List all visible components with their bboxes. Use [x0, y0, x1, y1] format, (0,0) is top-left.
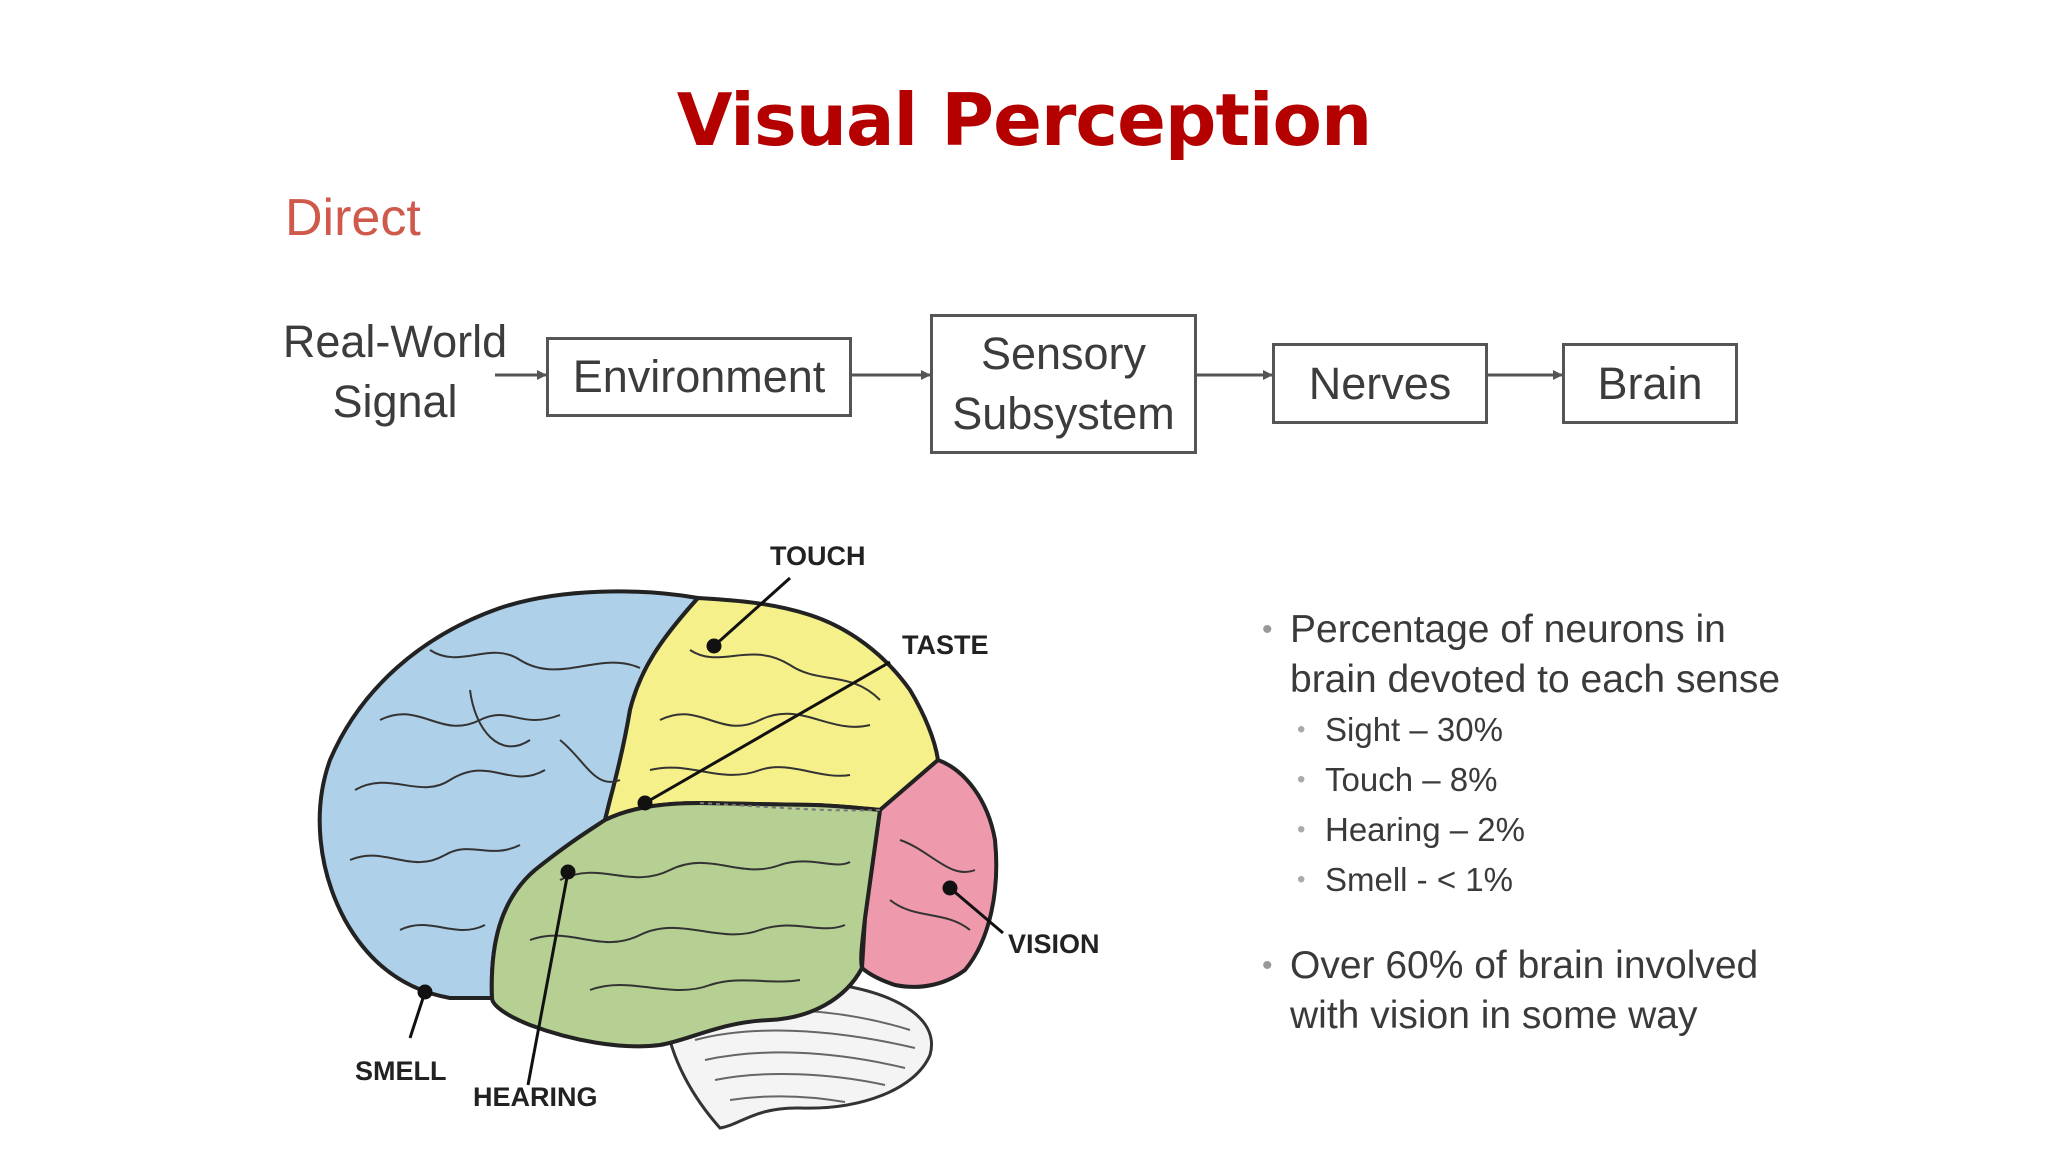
pointer-lines [408, 576, 1004, 1086]
bullet-neuron-percentage: Percentage of neurons in brain devoted t… [1262, 605, 1822, 705]
sense-item-hearing: Hearing – 2% [1297, 805, 1822, 855]
nerves-box: Nerves [1272, 343, 1488, 424]
slide-title: Visual Perception [676, 78, 1373, 162]
vision-label: VISION [1008, 929, 1100, 959]
neuron-stats-list: Percentage of neurons in brain devoted t… [1262, 605, 1822, 1041]
smell-label: SMELL [355, 1056, 447, 1086]
brain-folds [349, 649, 976, 991]
environment-box: Environment [546, 337, 852, 417]
touch-label: TOUCH [770, 541, 866, 571]
real-world-signal-label: Real-World Signal [282, 316, 508, 427]
subheading: Direct [285, 189, 421, 247]
sensory-subsystem-box: Sensory Subsystem [930, 314, 1197, 454]
hearing-label: HEARING [473, 1082, 598, 1112]
brain-box: Brain [1562, 343, 1738, 424]
sense-item-smell: Smell - < 1% [1297, 855, 1822, 905]
sense-item-sight: Sight – 30% [1297, 705, 1822, 755]
taste-label: TASTE [902, 630, 989, 660]
sense-item-touch: Touch – 8% [1297, 755, 1822, 805]
bullet-vision-share: Over 60% of brain involved with vision i… [1262, 941, 1822, 1041]
